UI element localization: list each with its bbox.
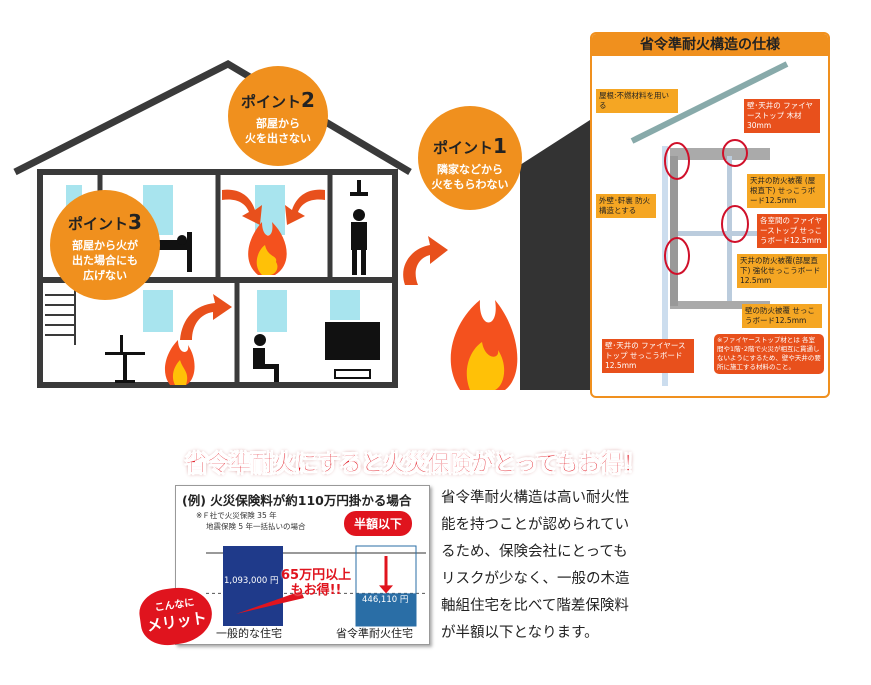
point-text: 部屋から火が <box>72 239 138 252</box>
sitting-person-icon <box>253 334 279 382</box>
point-label: ポイント <box>68 215 129 233</box>
chart-note: 地震保険 5 年一括払いの場合 <box>206 522 306 531</box>
chart-title: (例) 火災保険料が約110万円掛かる場合 <box>182 493 412 508</box>
savings-line: 65万円以上 <box>281 568 352 583</box>
description-line: 省令準耐火構造は高い耐火性 <box>441 490 630 506</box>
bar-0 <box>223 546 283 626</box>
point-text: 部屋から <box>256 117 300 130</box>
point-1-circle: ポイント1 隣家などから火をもらわない <box>418 106 522 210</box>
tv-icon <box>325 322 380 379</box>
insurance-chart: (例) 火災保険料が約110万円掛かる場合 ※Ｆ社で火災保険 35 年 地震保険… <box>175 485 430 645</box>
insurance-banner: 省令準耐火にすると火災保険がとってもお得！ <box>185 452 645 478</box>
spec-label: 外壁･軒裏 防火構造とする <box>596 194 656 218</box>
point-text: 火をもらわない <box>431 178 509 191</box>
description-line: 軸組住宅を比べて階差保険料 <box>441 598 629 614</box>
spec-note: ※ファイヤーストップ材とは 各室間や1階･2階で火災が相互に貫通しないようにする… <box>714 334 824 374</box>
point-text: 出た場合にも <box>72 254 138 267</box>
description-text: 省令準耐火構造は高い耐火性 能を持つことが認められてい るため、保険会社にとって… <box>441 485 656 647</box>
chart-note: ※Ｆ社で火災保険 35 年 <box>196 511 277 520</box>
point-text: 広げない <box>83 269 127 282</box>
description-line: るため、保険会社にとっても <box>441 544 628 560</box>
spec-panel: 省令準耐火構造の仕様 屋根:不燃材料を用いる 壁･天井の ファイヤーストップ 木… <box>590 32 830 398</box>
spec-label: 各室間の ファイヤーストップ せっこうボード12.5mm <box>757 214 827 248</box>
category-label: 一般的な住宅 <box>216 627 282 640</box>
point-label: ポイント <box>241 93 302 111</box>
spec-label: 壁･天井の ファイヤーストップ 木材30mm <box>744 99 820 133</box>
merit-pointer <box>236 591 304 614</box>
bar-value-label: 446,110 円 <box>362 595 409 605</box>
point-number: 3 <box>128 210 142 234</box>
category-label: 省令準耐火住宅 <box>336 627 413 640</box>
point-2-circle: ポイント2 部屋から火を出さない <box>228 66 328 166</box>
description-line: 能を持つことが認められてい <box>441 517 630 533</box>
spec-label: 天井の防火被覆 (屋根直下) せっこうボード12.5mm <box>747 174 825 208</box>
arrow-icon <box>180 189 448 340</box>
fire-icon <box>164 222 518 390</box>
bar-value-label: 1,093,000 円 <box>224 576 279 586</box>
point-text: 火を出さない <box>245 132 311 145</box>
bed-icon <box>150 232 192 272</box>
point-3-circle: ポイント3 部屋から火が出た場合にも広げない <box>50 190 160 300</box>
point-text: 隣家などから <box>437 163 503 176</box>
spec-label: 壁の防火被覆 せっこうボード12.5mm <box>742 304 822 328</box>
stairs <box>45 285 76 345</box>
savings-text: 65万円以上もお得!! <box>281 568 351 598</box>
roof <box>13 60 412 176</box>
spec-label: 天井の防火被覆(部屋直下) 強化せっこうボード12.5mm <box>737 254 827 288</box>
structure-diagram <box>630 61 789 386</box>
neighbor-building <box>520 120 590 390</box>
half-badge-text: 半額以下 <box>354 517 403 531</box>
spec-label: 屋根:不燃材料を用いる <box>596 89 678 113</box>
down-arrow-head <box>379 585 393 594</box>
savings-line: もお得!! <box>290 583 342 598</box>
point-number: 2 <box>301 88 315 112</box>
bar-1 <box>356 593 416 626</box>
point-number: 1 <box>493 134 507 158</box>
spec-title: 省令準耐火構造の仕様 <box>592 34 828 56</box>
description-line: が半額以下となります。 <box>441 625 599 641</box>
spec-label: 壁･天井の ファイヤーストップ せっこうボード12.5mm <box>602 339 694 373</box>
point-label: ポイント <box>433 139 494 157</box>
description-line: リスクが少なく、一般の木造 <box>441 571 630 587</box>
table-icon <box>105 335 145 383</box>
shower-person-icon <box>350 180 368 275</box>
chart-plot <box>206 545 426 627</box>
half-badge: 半額以下 <box>346 513 411 534</box>
